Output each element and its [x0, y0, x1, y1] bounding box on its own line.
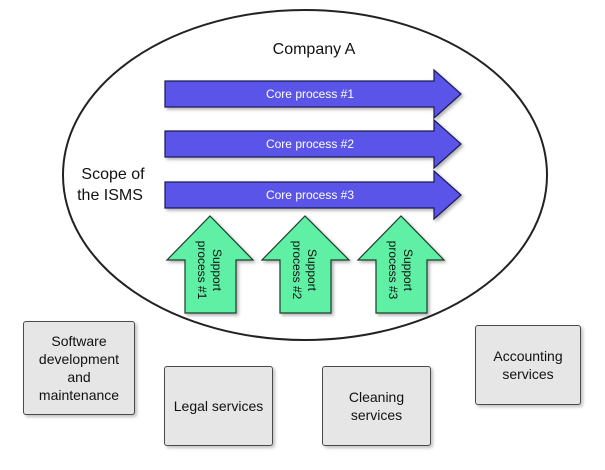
core-process-label-1: Core process #1	[266, 87, 354, 101]
support-process-arrow-2: Support process #2	[260, 215, 351, 314]
legal-services-label: Legal services	[173, 397, 264, 414]
support-process-label-3a: Support	[401, 249, 415, 292]
legal-services-box: Legal services	[164, 366, 273, 446]
cleaning-services-label: Cleaning services	[348, 388, 405, 423]
core-process-arrow-2: Core process #2	[164, 118, 462, 170]
support-process-label-3b: process #3	[386, 241, 400, 300]
support-process-label-1b: process #1	[195, 241, 209, 300]
company-label: Company A	[273, 41, 356, 58]
accounting-services-box: Accounting services	[475, 325, 581, 405]
software-development-box: Software development and maintenance	[23, 321, 135, 415]
support-process-label-1a: Support	[210, 249, 224, 292]
support-process-label-2b: process #2	[290, 241, 304, 300]
support-process-arrow-1: Support process #1	[165, 215, 255, 314]
core-process-label-2: Core process #2	[266, 137, 354, 151]
core-process-label-3: Core process #3	[266, 188, 354, 202]
core-process-arrow-3: Core process #3	[164, 169, 462, 221]
accounting-services-label: Accounting services	[493, 347, 563, 382]
cleaning-services-box: Cleaning services	[322, 366, 431, 446]
scope-label-line1: Scope of	[81, 166, 145, 183]
support-process-arrow-3: Support process #3	[356, 215, 446, 314]
scope-label-line2: the ISMS	[77, 187, 143, 204]
core-process-arrow-1: Core process #1	[164, 68, 462, 120]
software-development-label: Software development and maintenance	[38, 332, 120, 404]
support-process-label-2a: Support	[305, 249, 319, 292]
